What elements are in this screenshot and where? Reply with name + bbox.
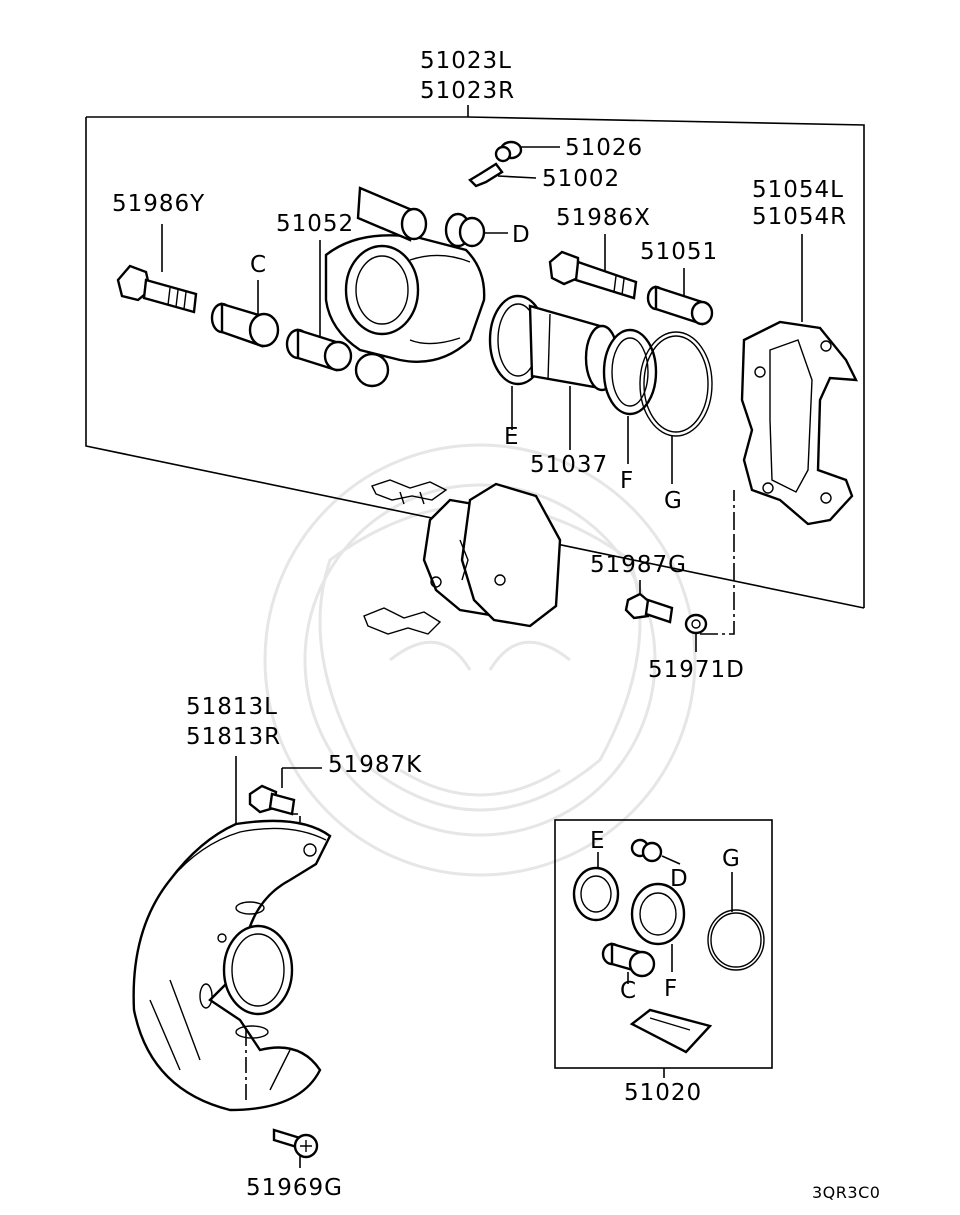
label-C: C bbox=[250, 252, 267, 278]
caliper-assembly-frame bbox=[85, 105, 865, 609]
label-51971D: 51971D bbox=[648, 657, 745, 683]
brake-pads-part bbox=[422, 482, 562, 628]
label-51813L: 51813L bbox=[186, 694, 278, 720]
label-G: G bbox=[664, 488, 683, 514]
kit-ring-g-part bbox=[707, 909, 765, 971]
cap-d-part bbox=[444, 212, 508, 248]
slide-pin-part bbox=[646, 285, 714, 326]
kit-cap-d-part bbox=[630, 838, 663, 863]
label-51002: 51002 bbox=[542, 166, 620, 192]
bolt-51987G-part bbox=[624, 592, 674, 624]
bolt-51986Y-part bbox=[116, 264, 198, 314]
kit-boot-c-part bbox=[601, 942, 656, 978]
label-E: E bbox=[504, 424, 520, 450]
label-51987G: 51987G bbox=[590, 552, 687, 578]
boot-c-part bbox=[210, 302, 280, 348]
label-F: F bbox=[620, 468, 634, 494]
label-51969G: 51969G bbox=[246, 1175, 343, 1201]
label-51987K: 51987K bbox=[328, 752, 422, 778]
label-51813R: 51813R bbox=[186, 724, 281, 750]
label-kit-F: F bbox=[664, 976, 678, 1002]
caliper-body-part bbox=[324, 186, 486, 388]
clip-upper-part bbox=[371, 479, 448, 505]
dust-shield-part bbox=[132, 819, 332, 1112]
washer-part bbox=[684, 613, 708, 635]
diagram-code: 3QR3C0 bbox=[812, 1183, 880, 1202]
watermark bbox=[263, 443, 697, 877]
label-51023L: 51023L bbox=[420, 48, 512, 74]
ring-g-part bbox=[639, 331, 713, 437]
label-51023R: 51023R bbox=[420, 78, 515, 104]
label-kit-E: E bbox=[590, 828, 606, 854]
label-D: D bbox=[512, 222, 531, 248]
label-kit-G: G bbox=[722, 846, 741, 872]
label-51020: 51020 bbox=[624, 1080, 702, 1106]
clip-lower-part bbox=[363, 607, 442, 635]
bleeder-plug-part bbox=[468, 162, 537, 188]
kit-boot-e-part bbox=[572, 866, 620, 922]
screw-51969G-part bbox=[272, 1128, 319, 1159]
label-51026: 51026 bbox=[565, 135, 643, 161]
label-kit-D: D bbox=[670, 866, 689, 892]
label-51054R: 51054R bbox=[752, 204, 847, 230]
bolt-51986X-part bbox=[548, 250, 638, 300]
kit-seal-f-part bbox=[630, 882, 686, 946]
seal-f-part bbox=[602, 328, 658, 416]
bolt-51987K-part bbox=[248, 784, 296, 816]
label-51052: 51052 bbox=[276, 211, 354, 237]
kit-grease-pack-part bbox=[629, 1008, 713, 1054]
label-51054L: 51054L bbox=[752, 177, 844, 203]
bleeder-cap-part bbox=[494, 140, 560, 163]
label-51051: 51051 bbox=[640, 239, 718, 265]
label-kit-C: C bbox=[620, 978, 637, 1004]
label-51986X: 51986X bbox=[556, 205, 651, 231]
label-51986Y: 51986Y bbox=[112, 191, 205, 217]
pin-51052-part bbox=[285, 328, 353, 372]
label-51037: 51037 bbox=[530, 452, 608, 478]
bracket-part bbox=[740, 320, 859, 526]
